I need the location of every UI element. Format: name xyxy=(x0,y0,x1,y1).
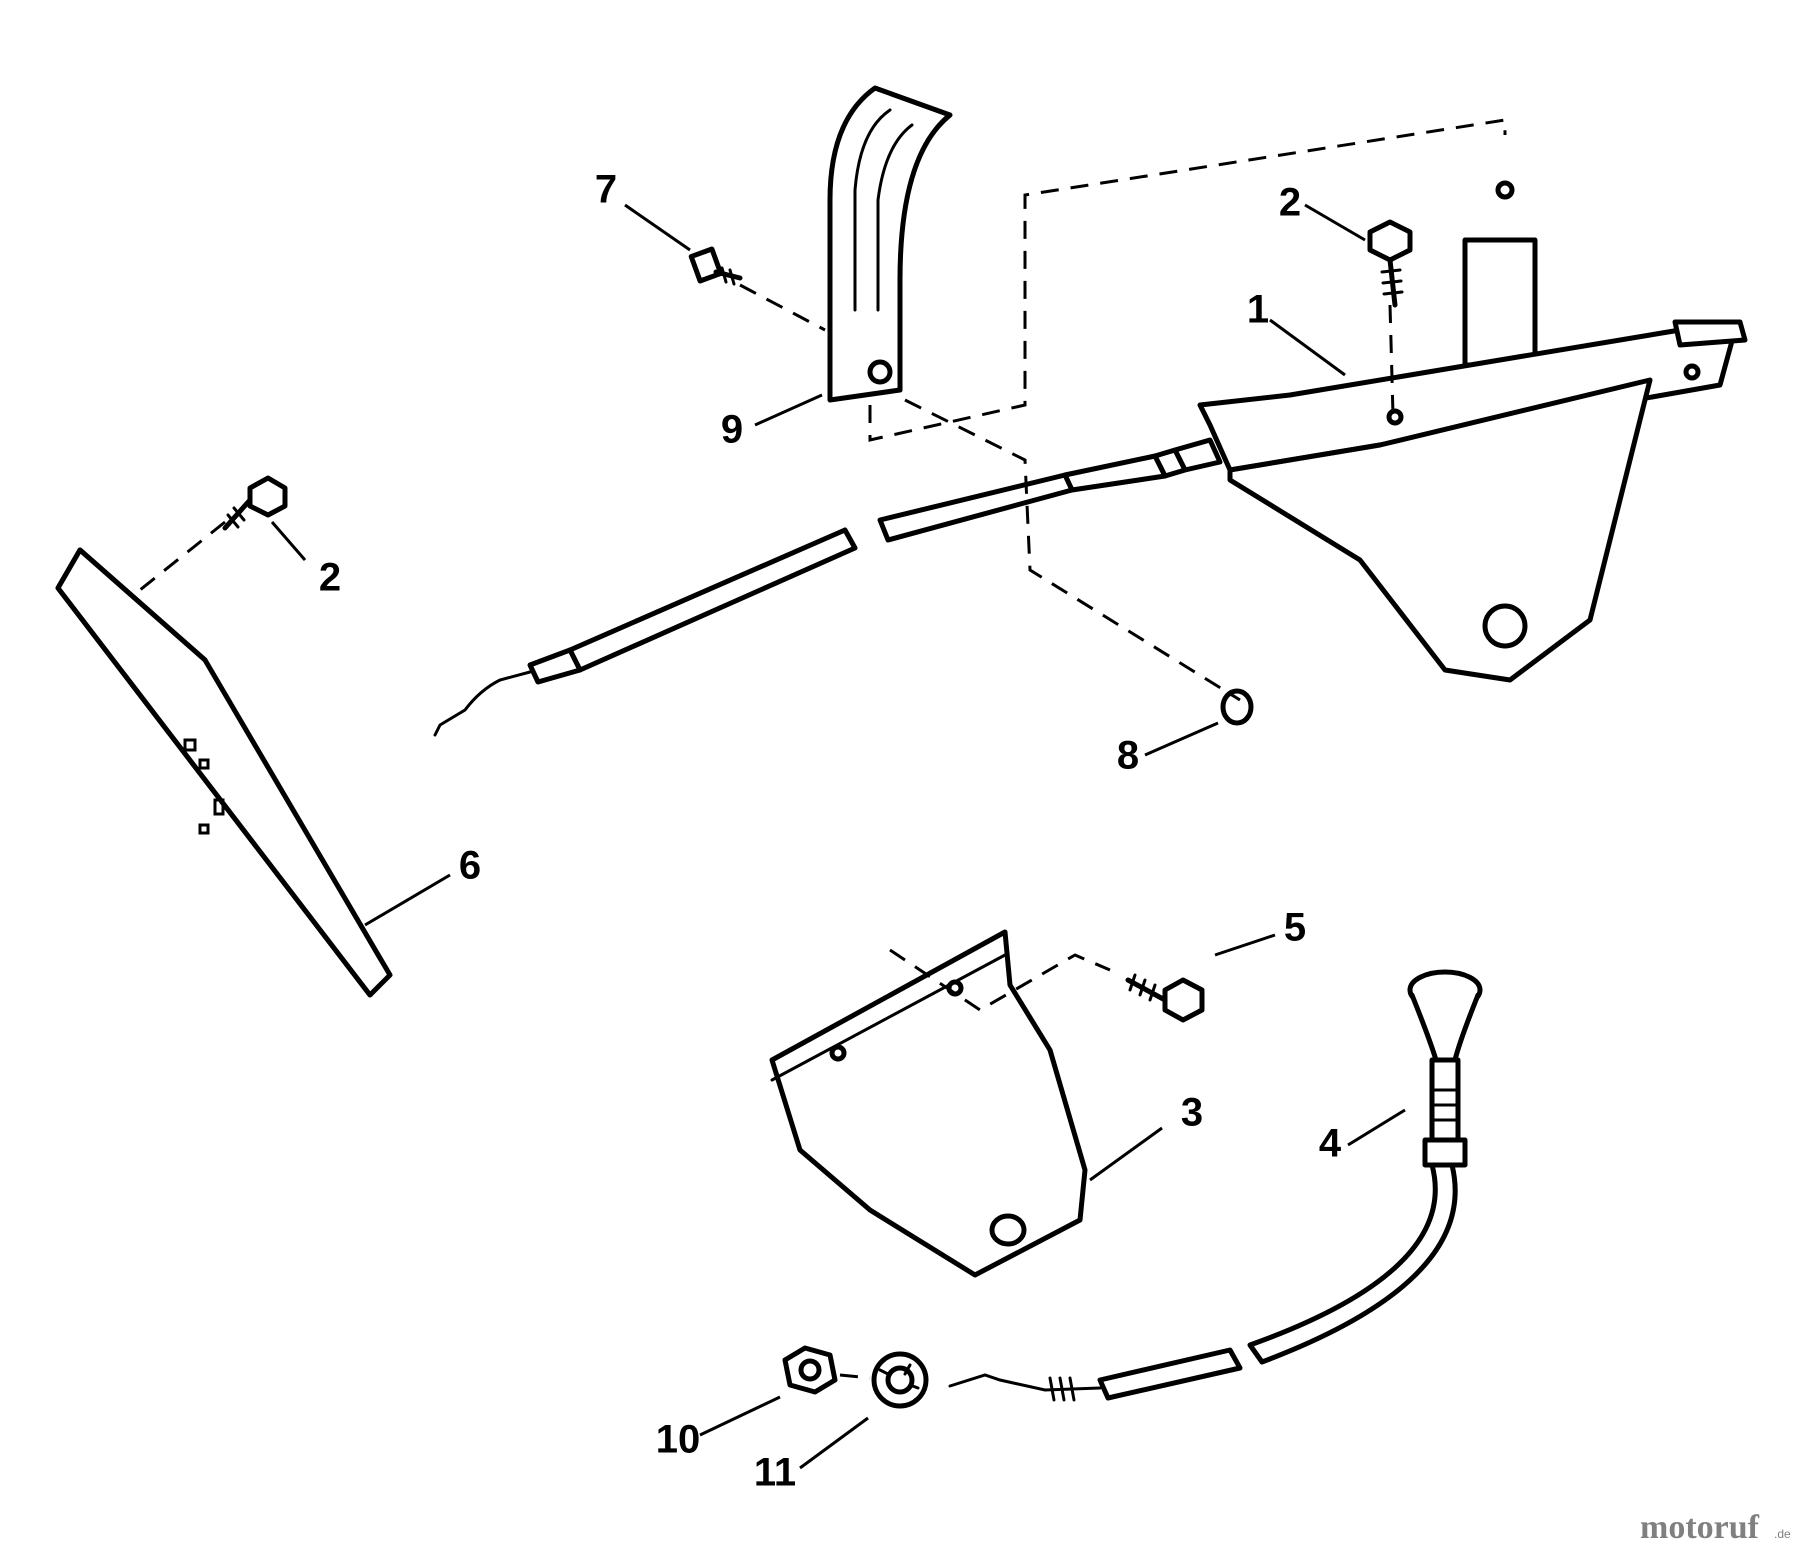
callout-2-top: 2 xyxy=(1279,181,1301,225)
control-cable xyxy=(433,437,1223,737)
callout-1: 1 xyxy=(1247,288,1269,332)
callout-7: 7 xyxy=(595,168,617,212)
part-4-knob-cable xyxy=(948,969,1483,1402)
callout-8: 8 xyxy=(1117,734,1139,778)
part-5-bolt xyxy=(1125,973,1205,1023)
part-10-hex-nut xyxy=(782,1345,838,1395)
part-1-bracket xyxy=(1197,180,1748,683)
callout-10: 10 xyxy=(656,1418,701,1462)
callout-9: 9 xyxy=(721,408,743,452)
callout-11: 11 xyxy=(754,1451,796,1495)
callout-3: 3 xyxy=(1181,1091,1203,1135)
leader-lines xyxy=(270,203,1406,1470)
part-2-bolt-top xyxy=(1367,219,1413,308)
callout-numbers: 7 2 1 9 2 8 6 5 3 4 10 11 xyxy=(319,168,1342,1495)
callout-4: 4 xyxy=(1319,1122,1342,1166)
part-2-screw-left xyxy=(222,475,288,531)
part-11-lock-washer xyxy=(871,1351,929,1409)
part-3-bracket xyxy=(769,929,1088,1278)
callout-5: 5 xyxy=(1284,906,1306,950)
watermark-logo: motoruf .de xyxy=(1640,1509,1791,1546)
callout-6: 6 xyxy=(459,844,481,888)
watermark-text: motoruf xyxy=(1640,1509,1760,1546)
part-9-slotted-quadrant xyxy=(827,85,953,403)
part-6-plate xyxy=(55,547,393,998)
part-7-screw xyxy=(688,246,743,286)
part-8-nut xyxy=(1220,688,1254,726)
callout-2-left: 2 xyxy=(319,556,341,600)
assembly-dashed-lines xyxy=(139,118,1507,1380)
watermark-suffix: .de xyxy=(1774,1527,1791,1541)
